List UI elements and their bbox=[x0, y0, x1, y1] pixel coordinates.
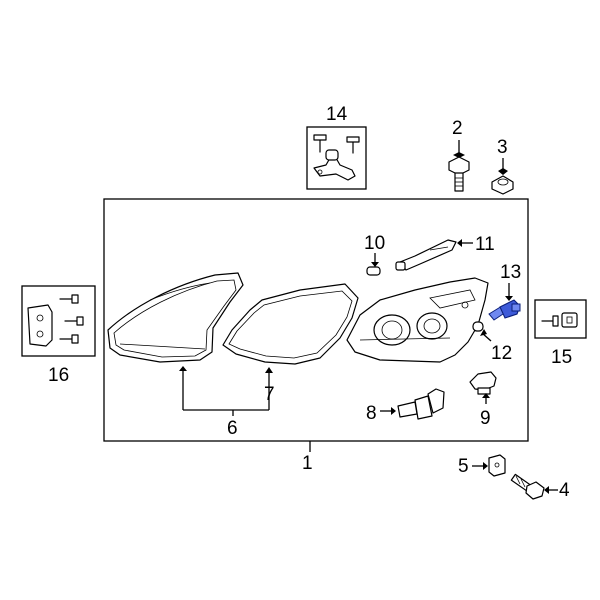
part-15-clip bbox=[541, 312, 578, 328]
part-15-box bbox=[534, 299, 587, 339]
arrow-12 bbox=[480, 329, 487, 336]
callout-11: 11 bbox=[475, 234, 495, 255]
arrow-6a bbox=[179, 366, 187, 371]
part-16-bracket bbox=[27, 294, 84, 347]
part-14-bracket bbox=[313, 134, 360, 181]
part-16-box bbox=[21, 285, 96, 357]
part-7-gasket bbox=[222, 283, 359, 365]
callout-10: 10 bbox=[364, 233, 385, 254]
headlamp-housing bbox=[346, 277, 489, 363]
callout-14: 14 bbox=[326, 104, 348, 125]
part-2-bolt bbox=[448, 156, 470, 192]
arrow-4 bbox=[544, 486, 549, 494]
part-10-bulb bbox=[366, 266, 381, 276]
arrow-13 bbox=[505, 296, 513, 301]
callout-6: 6 bbox=[227, 418, 238, 439]
callout-1: 1 bbox=[302, 453, 313, 474]
callout-8: 8 bbox=[366, 403, 377, 424]
callout-3: 3 bbox=[497, 137, 508, 158]
arrow-10 bbox=[371, 262, 379, 267]
arrow-11 bbox=[457, 239, 462, 247]
callout-7: 7 bbox=[264, 384, 275, 405]
callout-4: 4 bbox=[559, 480, 570, 501]
part-5-clip bbox=[488, 454, 506, 477]
callout-15: 15 bbox=[551, 347, 572, 368]
part-4-bolt bbox=[510, 473, 545, 500]
callout-9: 9 bbox=[480, 408, 491, 429]
part-6-lens bbox=[107, 272, 244, 363]
part-13-socket bbox=[488, 299, 521, 321]
arrow-3 bbox=[498, 168, 508, 175]
part-3-nut bbox=[491, 175, 514, 195]
part-14-box bbox=[306, 126, 367, 190]
callout-13: 13 bbox=[500, 262, 521, 283]
arrow-7 bbox=[265, 367, 273, 373]
part-8-bulb bbox=[397, 388, 445, 420]
callout-5: 5 bbox=[458, 456, 469, 477]
arrow-2 bbox=[453, 152, 465, 158]
arrow-8 bbox=[391, 407, 396, 415]
callout-2: 2 bbox=[452, 118, 463, 139]
arrow-5 bbox=[483, 462, 488, 470]
assembly-frame bbox=[103, 198, 529, 442]
callout-12: 12 bbox=[491, 343, 512, 364]
part-12-bulb bbox=[472, 321, 484, 332]
part-11-socket bbox=[395, 239, 457, 271]
callout-16: 16 bbox=[48, 365, 69, 386]
part-9-bulb bbox=[469, 371, 497, 395]
arrow-9 bbox=[482, 393, 490, 398]
